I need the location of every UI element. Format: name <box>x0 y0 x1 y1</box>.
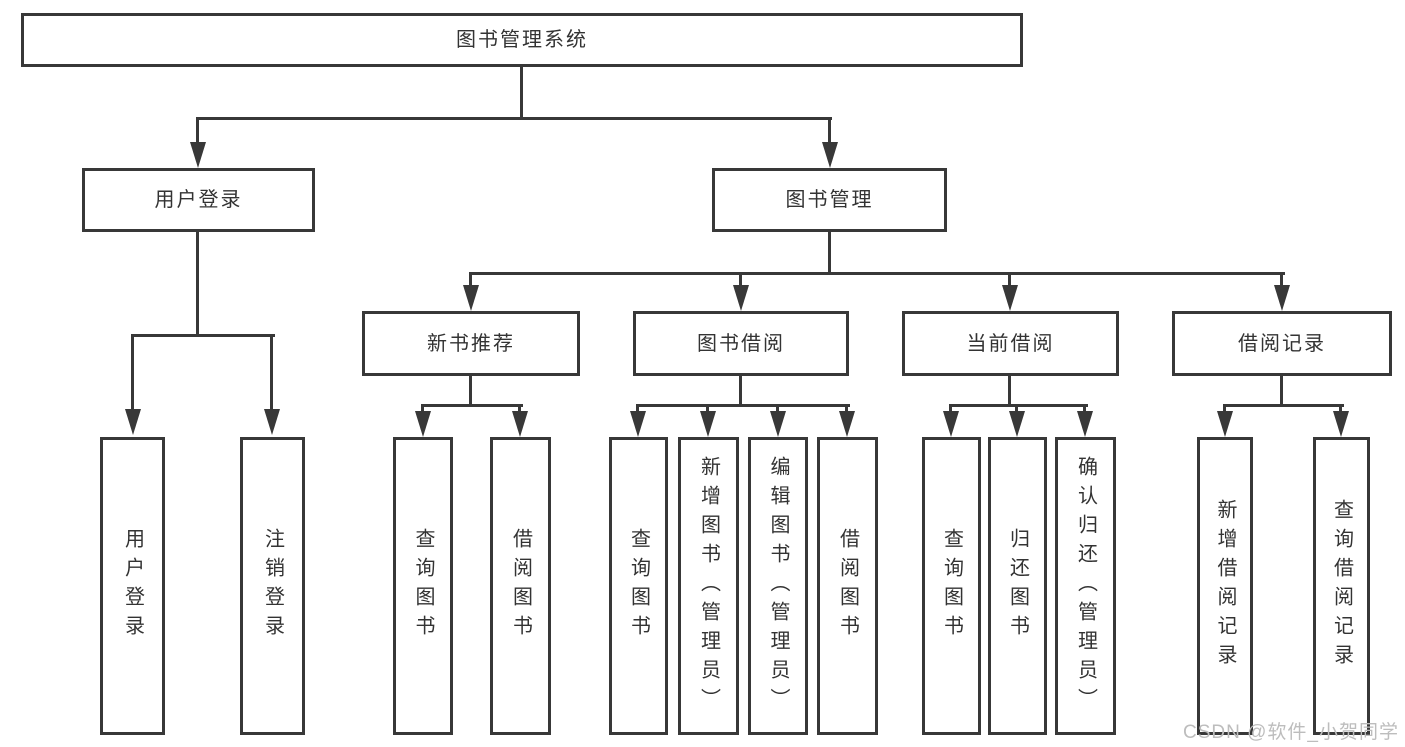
node-borrowing-records: 借阅记录 <box>1172 311 1392 376</box>
connector-line <box>196 117 199 144</box>
arrow-down-icon <box>733 285 749 311</box>
connector-line <box>1008 376 1011 407</box>
node-leaf-borrow-books: 借阅图书 <box>490 437 551 735</box>
connector-line <box>421 404 424 413</box>
connector-line <box>469 376 472 407</box>
connector-line <box>520 66 523 118</box>
node-leaf-query-borrow-record: 查询借阅记录 <box>1313 437 1370 735</box>
connector-line <box>1339 404 1342 413</box>
arrow-down-icon <box>125 409 141 435</box>
arrow-down-icon <box>190 142 206 168</box>
arrow-down-icon <box>770 411 786 437</box>
arrow-down-icon <box>630 411 646 437</box>
arrow-down-icon <box>1333 411 1349 437</box>
arrow-down-icon <box>1077 411 1093 437</box>
node-leaf-return-books: 归还图书 <box>988 437 1047 735</box>
connector-line <box>828 117 831 144</box>
arrow-down-icon <box>822 142 838 168</box>
node-leaf-edit-book-admin: 编辑图书（管理员） <box>748 437 808 735</box>
connector-line <box>1015 404 1018 413</box>
connector-line <box>518 404 521 413</box>
connector-line <box>1223 404 1226 413</box>
arrow-down-icon <box>700 411 716 437</box>
node-leaf-query-books: 查询图书 <box>609 437 668 735</box>
connector-line <box>196 117 832 120</box>
node-current-borrowing: 当前借阅 <box>902 311 1119 376</box>
connector-line <box>739 376 742 407</box>
connector-line <box>421 404 523 407</box>
node-leaf-query-books: 查询图书 <box>393 437 453 735</box>
connector-line <box>270 334 273 411</box>
connector-line <box>949 404 1088 407</box>
connector-line <box>636 404 850 407</box>
connector-line <box>1223 404 1344 407</box>
connector-line <box>845 404 848 413</box>
connector-line <box>196 232 199 337</box>
node-book-borrowing: 图书借阅 <box>633 311 849 376</box>
node-library-system: 图书管理系统 <box>21 13 1023 67</box>
node-book-management: 图书管理 <box>712 168 947 232</box>
node-leaf-add-book-admin: 新增图书（管理员） <box>678 437 739 735</box>
arrow-down-icon <box>1217 411 1233 437</box>
connector-line <box>739 272 742 287</box>
connector-line <box>828 232 831 275</box>
connector-line <box>131 334 134 411</box>
connector-line <box>469 272 1285 275</box>
connector-line <box>469 272 472 287</box>
connector-line <box>1280 272 1283 287</box>
node-leaf-confirm-return-admin: 确认归还（管理员） <box>1055 437 1116 735</box>
node-leaf-add-borrow-record: 新增借阅记录 <box>1197 437 1253 735</box>
arrow-down-icon <box>839 411 855 437</box>
connector-line <box>1008 272 1011 287</box>
connector-line <box>706 404 709 413</box>
node-leaf-logout: 注销登录 <box>240 437 305 735</box>
arrow-down-icon <box>264 409 280 435</box>
arrow-down-icon <box>415 411 431 437</box>
node-leaf-user-login: 用户登录 <box>100 437 165 735</box>
connector-line <box>949 404 952 413</box>
connector-line <box>131 334 275 337</box>
connector-line <box>776 404 779 413</box>
connector-line <box>636 404 639 413</box>
arrow-down-icon <box>1002 285 1018 311</box>
csdn-watermark: CSDN @软件_小贺同学 <box>1183 722 1399 743</box>
node-user-login: 用户登录 <box>82 168 315 232</box>
node-new-book-recommend: 新书推荐 <box>362 311 580 376</box>
node-leaf-query-books: 查询图书 <box>922 437 981 735</box>
connector-line <box>1083 404 1086 413</box>
arrow-down-icon <box>1274 285 1290 311</box>
arrow-down-icon <box>463 285 479 311</box>
arrow-down-icon <box>943 411 959 437</box>
node-leaf-borrow-books: 借阅图书 <box>817 437 878 735</box>
arrow-down-icon <box>1009 411 1025 437</box>
arrow-down-icon <box>512 411 528 437</box>
connector-line <box>1280 376 1283 407</box>
